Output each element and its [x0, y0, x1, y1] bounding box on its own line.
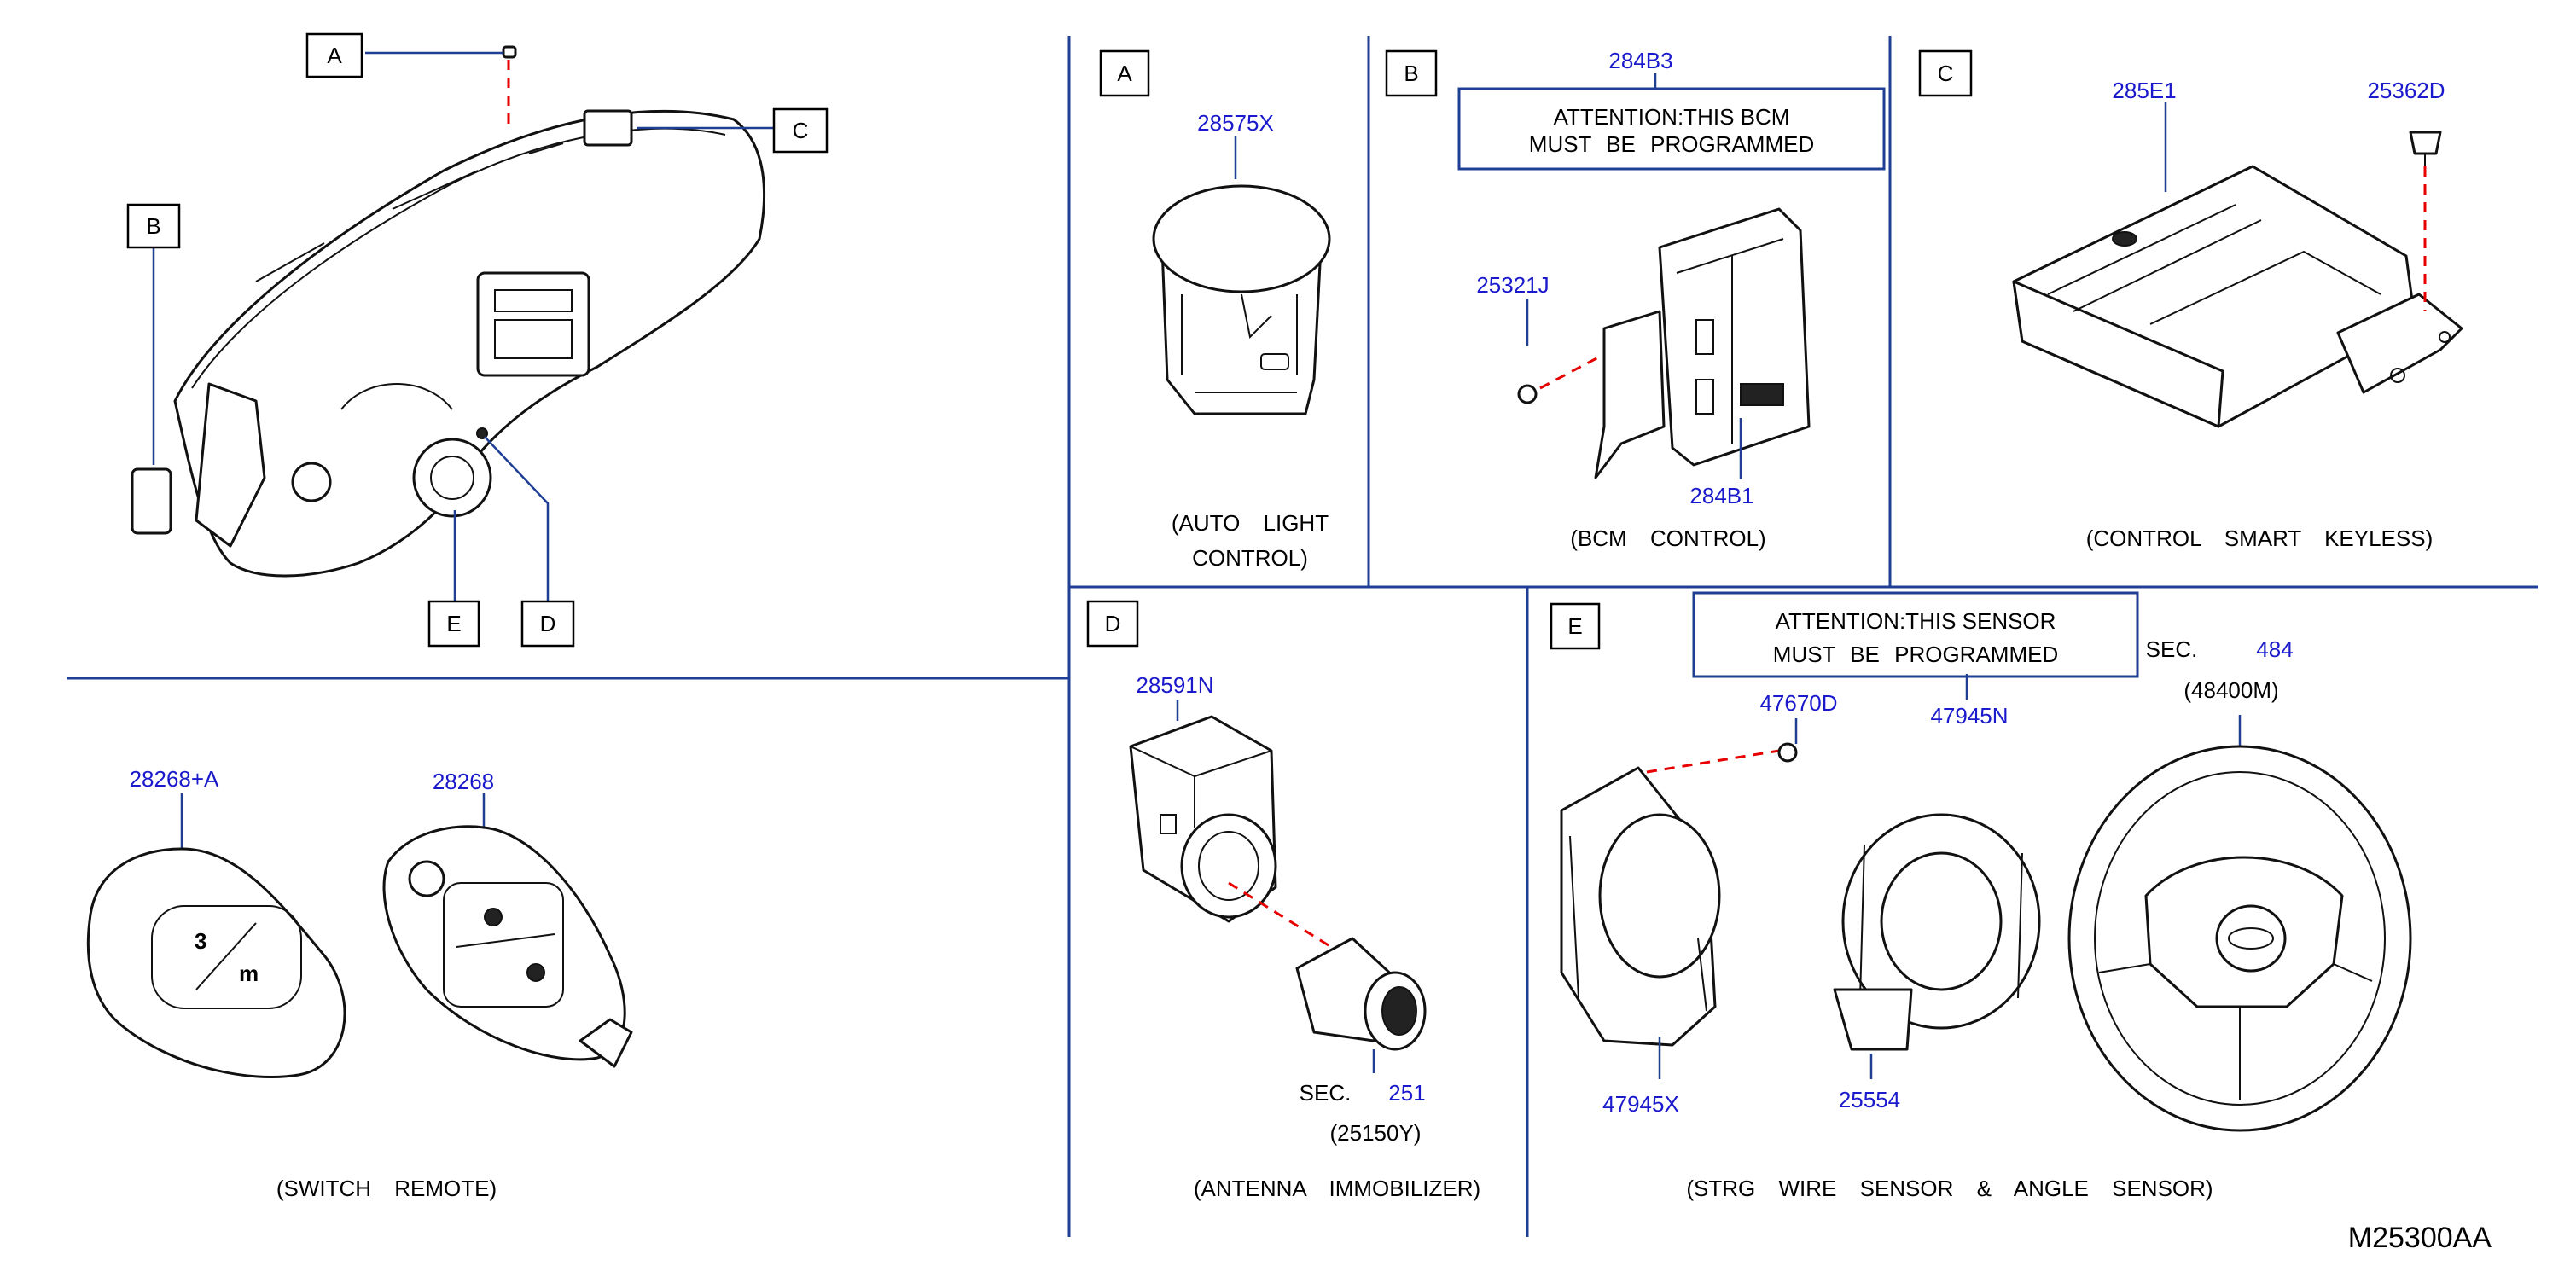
- callout-d-overview: D: [520, 600, 575, 648]
- callout-e-overview: E: [427, 600, 480, 648]
- caption-smart-keyless: (CONTROL SMART KEYLESS): [2086, 526, 2434, 551]
- svg-text:B: B: [1404, 61, 1418, 86]
- caption-auto-light-2: CONTROL): [1192, 545, 1308, 571]
- svg-text:m: m: [239, 961, 259, 986]
- panel-dividers: [67, 36, 2538, 1237]
- attention-bcm-line1: ATTENTION:THIS BCM: [1554, 104, 1790, 130]
- sec-number-251: 251: [1388, 1080, 1425, 1106]
- part-number-47945x: 47945X: [1602, 1091, 1679, 1117]
- instrument-panel-overview: [131, 45, 766, 578]
- svg-text:D: D: [540, 611, 556, 636]
- attention-bcm-line2: MUST BE PROGRAMMED: [1529, 131, 1814, 157]
- figure-code: M25300AA: [2348, 1222, 2492, 1254]
- callout-a-panel: A: [1099, 49, 1150, 97]
- remote-keys: 3 m: [86, 793, 633, 1078]
- part-number-284b1: 284B1: [1689, 483, 1753, 508]
- svg-text:3: 3: [195, 928, 206, 954]
- sec-ref-25150y: (25150Y): [1330, 1120, 1422, 1146]
- callout-a-overview: A: [305, 32, 363, 78]
- svg-text:A: A: [1117, 61, 1132, 86]
- part-number-285e1: 285E1: [2112, 78, 2176, 103]
- svg-text:E: E: [1567, 613, 1582, 639]
- caption-strg-wire-sensor: (STRG WIRE SENSOR & ANGLE SENSOR): [1686, 1176, 2213, 1201]
- part-number-28591n: 28591N: [1136, 672, 1213, 698]
- bcm-module: [1457, 73, 1886, 479]
- part-number-28268a: 28268+A: [130, 766, 219, 792]
- svg-text:C: C: [1938, 61, 1954, 86]
- caption-antenna-immobilizer: (ANTENNA IMMOBILIZER): [1194, 1176, 1480, 1201]
- caption-bcm-control: (BCM CONTROL): [1570, 526, 1765, 551]
- overview-leaders: [152, 51, 778, 610]
- part-number-25321j: 25321J: [1476, 272, 1549, 298]
- smart-keyless-module: [2012, 102, 2463, 428]
- part-number-47945n: 47945N: [1930, 703, 2008, 729]
- callout-b-overview: B: [126, 203, 181, 249]
- callout-c-panel: C: [1918, 49, 1973, 97]
- sec-label-e: SEC.: [2146, 636, 2198, 662]
- part-number-47670d: 47670D: [1759, 690, 1837, 716]
- attention-sensor-line1: ATTENTION:THIS SENSOR: [1776, 608, 2056, 634]
- part-number-25362d: 25362D: [2367, 78, 2445, 103]
- svg-text:A: A: [327, 43, 342, 68]
- steering-sensors: [1560, 591, 2412, 1132]
- part-number-284b3: 284B3: [1608, 48, 1672, 73]
- svg-text:C: C: [793, 118, 809, 143]
- callout-e-panel: E: [1550, 602, 1601, 650]
- callout-c-overview: C: [772, 107, 829, 154]
- auto-light-sensor: [1152, 136, 1331, 415]
- part-number-28268: 28268: [433, 769, 494, 794]
- caption-auto-light-1: (AUTO LIGHT: [1172, 510, 1329, 536]
- svg-text:B: B: [146, 213, 160, 239]
- sec-label-d: SEC.: [1300, 1080, 1352, 1106]
- svg-text:D: D: [1105, 611, 1121, 636]
- callout-d-panel: D: [1086, 600, 1139, 648]
- sec-number-484: 484: [2256, 636, 2293, 662]
- caption-switch-remote: (SWITCH REMOTE): [276, 1176, 497, 1201]
- antenna-immobilizer: [1129, 700, 1427, 1073]
- sec-ref-48400m: (48400M): [2183, 677, 2278, 703]
- callout-b-panel: B: [1385, 49, 1438, 97]
- part-number-25554: 25554: [1839, 1087, 1900, 1112]
- svg-text:E: E: [446, 611, 461, 636]
- part-number-28575x: 28575X: [1197, 110, 1274, 136]
- attention-sensor-line2: MUST BE PROGRAMMED: [1773, 642, 2058, 667]
